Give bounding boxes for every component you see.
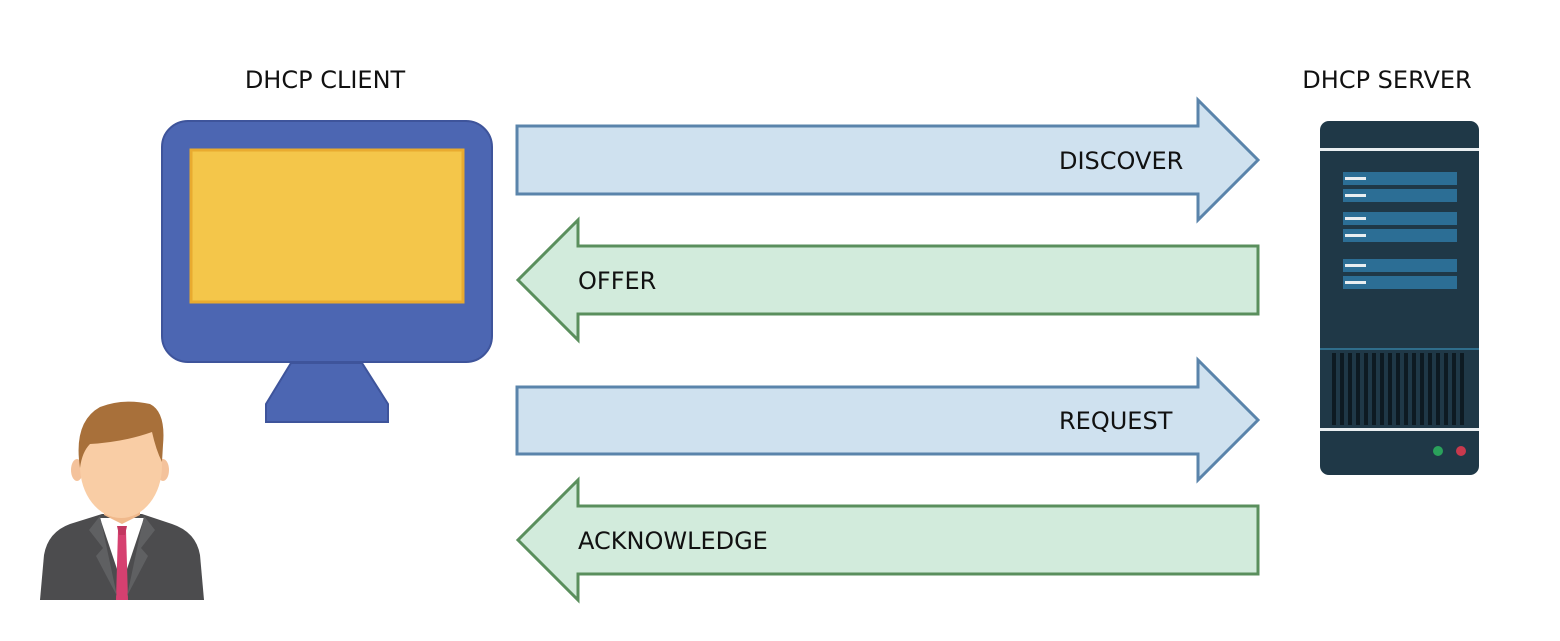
- server-tower-icon: [1320, 121, 1479, 475]
- acknowledge-arrow: ACKNOWLEDGE: [515, 476, 1260, 604]
- client-title: DHCP CLIENT: [245, 66, 406, 94]
- status-led-green: [1433, 446, 1443, 456]
- status-led-red: [1456, 446, 1466, 456]
- offer-label: OFFER: [578, 267, 656, 295]
- request-label: REQUEST: [1059, 407, 1173, 435]
- discover-arrow: DISCOVER: [515, 96, 1261, 224]
- vent-grille: [1332, 353, 1464, 425]
- discover-label: DISCOVER: [1059, 147, 1183, 175]
- server-title: DHCP SERVER: [1302, 66, 1471, 94]
- acknowledge-label: ACKNOWLEDGE: [578, 527, 768, 555]
- offer-arrow: OFFER: [515, 216, 1260, 344]
- request-arrow: REQUEST: [515, 356, 1261, 484]
- monitor-icon: [161, 120, 493, 423]
- businessman-icon: [40, 401, 204, 600]
